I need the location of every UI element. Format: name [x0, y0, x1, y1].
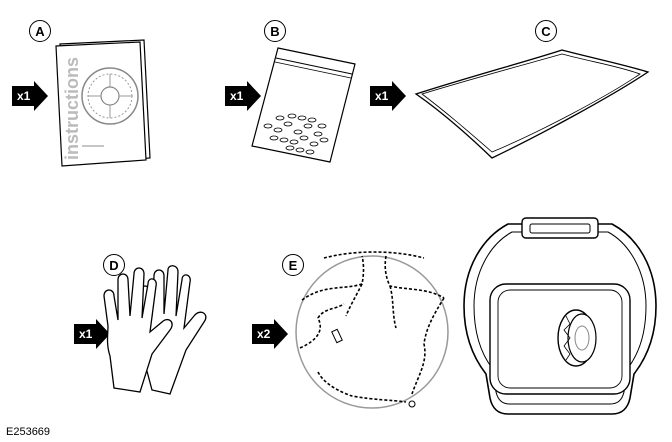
- quantity-d-label: x1: [74, 324, 97, 344]
- arrow-right-icon: [247, 81, 262, 111]
- quantity-a-label: x1: [12, 86, 35, 106]
- callout-e: E: [282, 254, 304, 276]
- quantity-e: x2: [252, 319, 289, 349]
- callout-b: B: [264, 20, 286, 42]
- quantity-a: x1: [12, 81, 49, 111]
- callout-c: C: [535, 20, 557, 42]
- callout-d: D: [103, 254, 125, 276]
- instruction-booklet-icon: [55, 39, 151, 167]
- mat-icon: [414, 49, 650, 159]
- arrow-right-icon: [392, 81, 407, 111]
- arrow-right-icon: [34, 81, 49, 111]
- arrow-right-icon: [274, 319, 289, 349]
- gloves-icon: [103, 265, 207, 395]
- quantity-b-label: x1: [225, 86, 248, 106]
- quantity-c-label: x1: [370, 86, 393, 106]
- snow-chains-icon: [295, 251, 449, 409]
- arrow-right-icon: [96, 319, 111, 349]
- callout-e-letter: E: [288, 257, 298, 273]
- quantity-e-label: x2: [252, 324, 275, 344]
- quantity-b: x1: [225, 81, 262, 111]
- fastener-bag-icon: [251, 47, 356, 163]
- storage-case-icon: [463, 217, 657, 415]
- callout-d-letter: D: [109, 257, 119, 273]
- quantity-c: x1: [370, 81, 407, 111]
- booklet-title: instructions: [62, 57, 82, 160]
- callout-b-letter: B: [270, 23, 280, 39]
- callout-a-letter: A: [35, 23, 45, 39]
- quantity-d: x1: [74, 319, 111, 349]
- callout-c-letter: C: [541, 23, 551, 39]
- callout-a: A: [29, 20, 51, 42]
- figure-reference: E253669: [6, 426, 51, 438]
- booklet-title-text: instructions: [62, 57, 82, 160]
